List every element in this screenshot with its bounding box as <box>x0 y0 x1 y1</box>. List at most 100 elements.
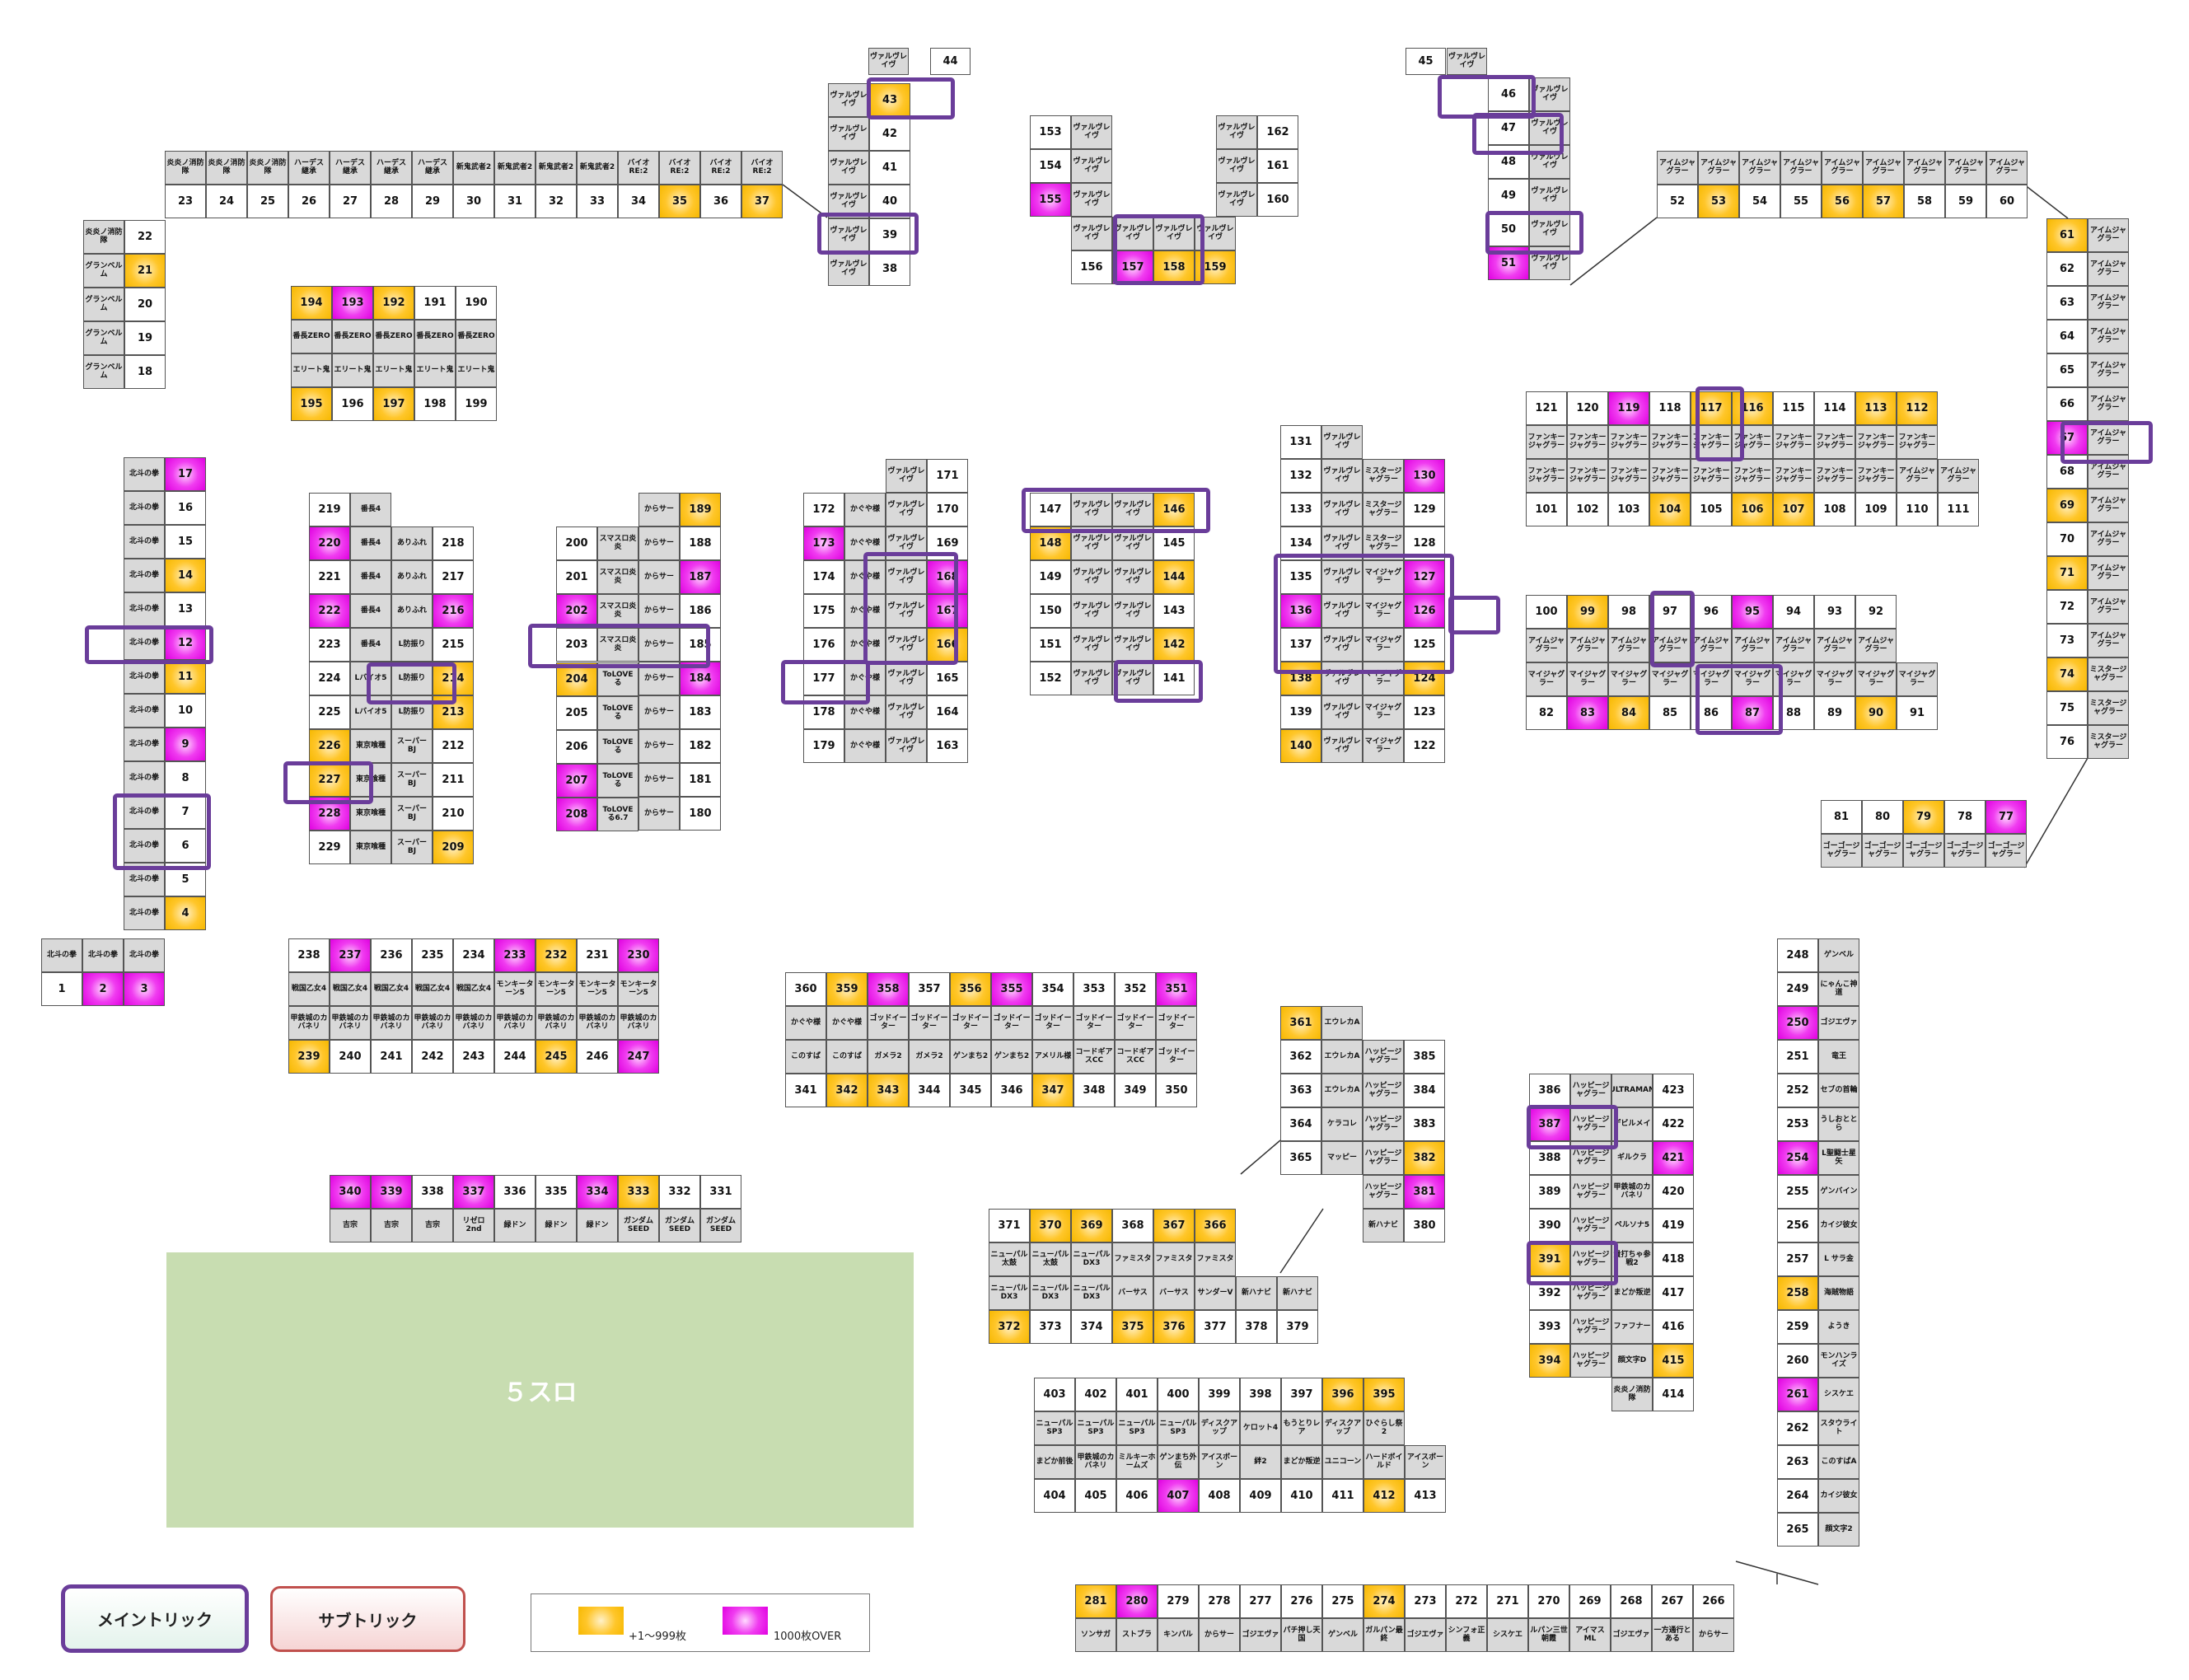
machine-221-number[interactable]: 221 <box>309 560 350 594</box>
machine-341-number[interactable]: 341 <box>785 1074 826 1107</box>
machine-26-number[interactable]: 26 <box>288 185 330 218</box>
machine-70-number[interactable]: 70 <box>2046 522 2088 556</box>
machine-53-number[interactable]: 53 <box>1698 185 1739 218</box>
machine-220-number[interactable]: 220 <box>309 526 350 560</box>
machine-390-number[interactable]: 390 <box>1529 1209 1570 1242</box>
machine-44-number[interactable]: 44 <box>930 48 971 75</box>
machine-192-number[interactable]: 192 <box>373 286 414 320</box>
machine-378-number[interactable]: 378 <box>1236 1310 1277 1344</box>
machine-191-number[interactable]: 191 <box>414 286 456 320</box>
machine-123-number[interactable]: 123 <box>1404 695 1445 729</box>
machine-214-number[interactable]: 214 <box>433 662 474 695</box>
machine-217-number[interactable]: 217 <box>433 560 474 594</box>
machine-240-number[interactable]: 240 <box>330 1040 371 1074</box>
machine-406-number[interactable]: 406 <box>1116 1479 1158 1513</box>
machine-50-number[interactable]: 50 <box>1488 213 1529 246</box>
machine-203-number[interactable]: 203 <box>556 628 597 662</box>
machine-281-number[interactable]: 281 <box>1075 1584 1116 1618</box>
machine-186-number[interactable]: 186 <box>680 594 721 628</box>
machine-270-number[interactable]: 270 <box>1528 1584 1569 1618</box>
machine-279-number[interactable]: 279 <box>1158 1584 1199 1618</box>
machine-405-number[interactable]: 405 <box>1075 1479 1116 1513</box>
machine-87-number[interactable]: 87 <box>1732 696 1773 730</box>
machine-59-number[interactable]: 59 <box>1945 185 1986 218</box>
machine-400-number[interactable]: 400 <box>1158 1378 1199 1411</box>
machine-11-number[interactable]: 11 <box>165 660 206 694</box>
machine-238-number[interactable]: 238 <box>288 938 330 972</box>
machine-389-number[interactable]: 389 <box>1529 1175 1570 1209</box>
machine-151-number[interactable]: 151 <box>1030 628 1071 662</box>
machine-33-number[interactable]: 33 <box>577 185 618 218</box>
machine-241-number[interactable]: 241 <box>371 1040 412 1074</box>
machine-216-number[interactable]: 216 <box>433 594 474 628</box>
machine-181-number[interactable]: 181 <box>680 763 721 797</box>
machine-277-number[interactable]: 277 <box>1240 1584 1281 1618</box>
machine-184-number[interactable]: 184 <box>680 662 721 695</box>
machine-212-number[interactable]: 212 <box>433 729 474 763</box>
machine-111-number[interactable]: 111 <box>1938 493 1979 526</box>
machine-133-number[interactable]: 133 <box>1280 493 1321 526</box>
machine-124-number[interactable]: 124 <box>1404 662 1445 695</box>
machine-9-number[interactable]: 9 <box>165 728 206 761</box>
machine-207-number[interactable]: 207 <box>556 764 597 798</box>
machine-125-number[interactable]: 125 <box>1404 628 1445 662</box>
machine-2-number[interactable]: 2 <box>82 972 124 1006</box>
machine-81-number[interactable]: 81 <box>1821 800 1862 834</box>
machine-115-number[interactable]: 115 <box>1773 391 1814 425</box>
machine-109-number[interactable]: 109 <box>1855 493 1897 526</box>
machine-7-number[interactable]: 7 <box>165 795 206 829</box>
machine-230-number[interactable]: 230 <box>618 938 659 972</box>
machine-77-number[interactable]: 77 <box>1986 800 2027 834</box>
machine-278-number[interactable]: 278 <box>1199 1584 1240 1618</box>
machine-173-number[interactable]: 173 <box>803 526 844 560</box>
machine-254-number[interactable]: 254 <box>1777 1141 1818 1175</box>
machine-146-number[interactable]: 146 <box>1153 493 1195 526</box>
machine-38-number[interactable]: 38 <box>869 252 910 286</box>
machine-418-number[interactable]: 418 <box>1653 1242 1694 1276</box>
machine-75-number[interactable]: 75 <box>2046 691 2088 725</box>
machine-372-number[interactable]: 372 <box>989 1310 1030 1344</box>
machine-255-number[interactable]: 255 <box>1777 1175 1818 1209</box>
machine-185-number[interactable]: 185 <box>680 628 721 662</box>
machine-178-number[interactable]: 178 <box>803 695 844 729</box>
machine-407-number[interactable]: 407 <box>1158 1479 1199 1513</box>
machine-4-number[interactable]: 4 <box>165 896 206 930</box>
machine-410-number[interactable]: 410 <box>1281 1479 1322 1513</box>
machine-225-number[interactable]: 225 <box>309 695 350 729</box>
machine-194-number[interactable]: 194 <box>291 286 332 320</box>
machine-398-number[interactable]: 398 <box>1240 1378 1281 1411</box>
machine-189-number[interactable]: 189 <box>680 493 721 526</box>
machine-413-number[interactable]: 413 <box>1405 1479 1446 1513</box>
machine-141-number[interactable]: 141 <box>1153 662 1195 695</box>
machine-352-number[interactable]: 352 <box>1115 972 1156 1006</box>
machine-269-number[interactable]: 269 <box>1569 1584 1611 1618</box>
machine-224-number[interactable]: 224 <box>309 662 350 695</box>
machine-339-number[interactable]: 339 <box>371 1175 412 1209</box>
machine-93-number[interactable]: 93 <box>1814 595 1855 629</box>
machine-415-number[interactable]: 415 <box>1653 1344 1694 1378</box>
machine-34-number[interactable]: 34 <box>618 185 659 218</box>
machine-157-number[interactable]: 157 <box>1112 250 1153 284</box>
machine-371-number[interactable]: 371 <box>989 1209 1030 1242</box>
machine-348-number[interactable]: 348 <box>1073 1074 1115 1107</box>
machine-333-number[interactable]: 333 <box>618 1175 659 1209</box>
machine-41-number[interactable]: 41 <box>869 151 910 185</box>
machine-377-number[interactable]: 377 <box>1195 1310 1236 1344</box>
machine-237-number[interactable]: 237 <box>330 938 371 972</box>
machine-72-number[interactable]: 72 <box>2046 590 2088 624</box>
machine-404-number[interactable]: 404 <box>1034 1479 1075 1513</box>
machine-15-number[interactable]: 15 <box>165 525 206 559</box>
machine-40-number[interactable]: 40 <box>869 185 910 218</box>
machine-60-number[interactable]: 60 <box>1986 185 2028 218</box>
machine-343-number[interactable]: 343 <box>868 1074 909 1107</box>
machine-31-number[interactable]: 31 <box>494 185 536 218</box>
machine-175-number[interactable]: 175 <box>803 594 844 628</box>
machine-46-number[interactable]: 46 <box>1488 77 1529 111</box>
machine-409-number[interactable]: 409 <box>1240 1479 1281 1513</box>
machine-196-number[interactable]: 196 <box>332 387 373 421</box>
machine-19-number[interactable]: 19 <box>124 321 166 355</box>
machine-135-number[interactable]: 135 <box>1280 560 1321 594</box>
machine-169-number[interactable]: 169 <box>927 526 968 560</box>
machine-179-number[interactable]: 179 <box>803 729 844 763</box>
machine-129-number[interactable]: 129 <box>1404 493 1445 526</box>
